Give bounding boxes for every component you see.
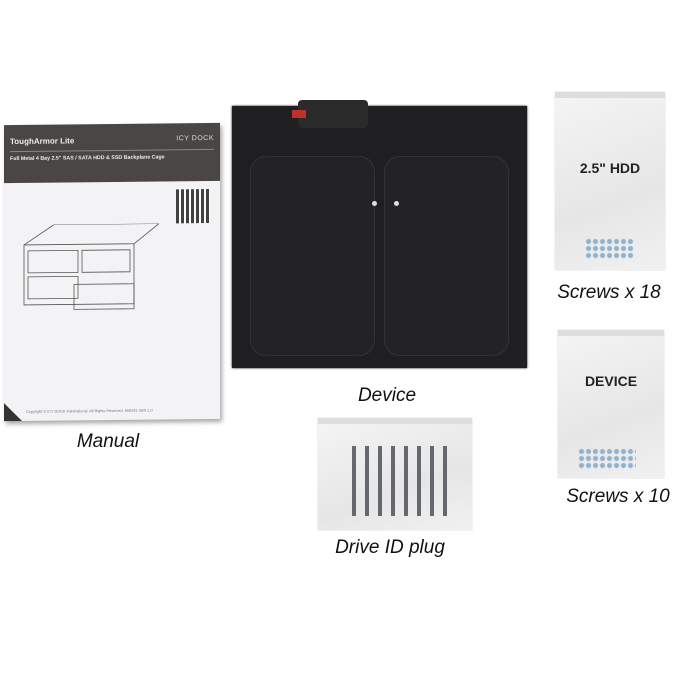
device-screw-bag: DEVICE [558, 330, 664, 478]
manual-booklet: ToughArmor Lite ICY DOCK Full Metal 4 Ba… [4, 122, 220, 422]
hdd-screws-caption: Screws x 18 [557, 282, 661, 303]
mount-hole [372, 201, 377, 206]
bag-label: DEVICE [584, 373, 638, 389]
left-panel [250, 156, 375, 356]
manual-title: ToughArmor Lite [10, 136, 75, 147]
right-panel [384, 156, 509, 356]
hdd-screw-bag: 2.5" HDD [555, 92, 665, 270]
backplane-cage-device [232, 100, 527, 368]
divider [10, 148, 214, 153]
manual-header: ToughArmor Lite ICY DOCK Full Metal 4 Ba… [4, 122, 220, 184]
qr-code [176, 188, 210, 224]
mount-hole [394, 201, 399, 206]
device-caption: Device [357, 385, 417, 406]
product-drawing [23, 223, 160, 310]
corner-mark [4, 402, 22, 422]
manual-subtitle: Full Metal 4 Bay 2.5" SAS / SATA HDD & S… [10, 154, 165, 163]
manual-brand-logo: ICY DOCK [176, 134, 214, 143]
drive-id-plugs [343, 446, 448, 516]
drive-id-plug-bag [318, 418, 472, 530]
fan-connector [292, 110, 306, 118]
screws [585, 238, 635, 260]
copyright-text: Copyright © ICY DOCK International. All … [26, 408, 153, 414]
screws [578, 448, 636, 470]
manual-caption: Manual [76, 431, 140, 452]
bag-label: 2.5" HDD [579, 160, 641, 176]
fan [298, 100, 368, 128]
device-screws-caption: Screws x 10 [566, 486, 670, 507]
drive-id-caption: Drive ID plug [335, 537, 445, 558]
